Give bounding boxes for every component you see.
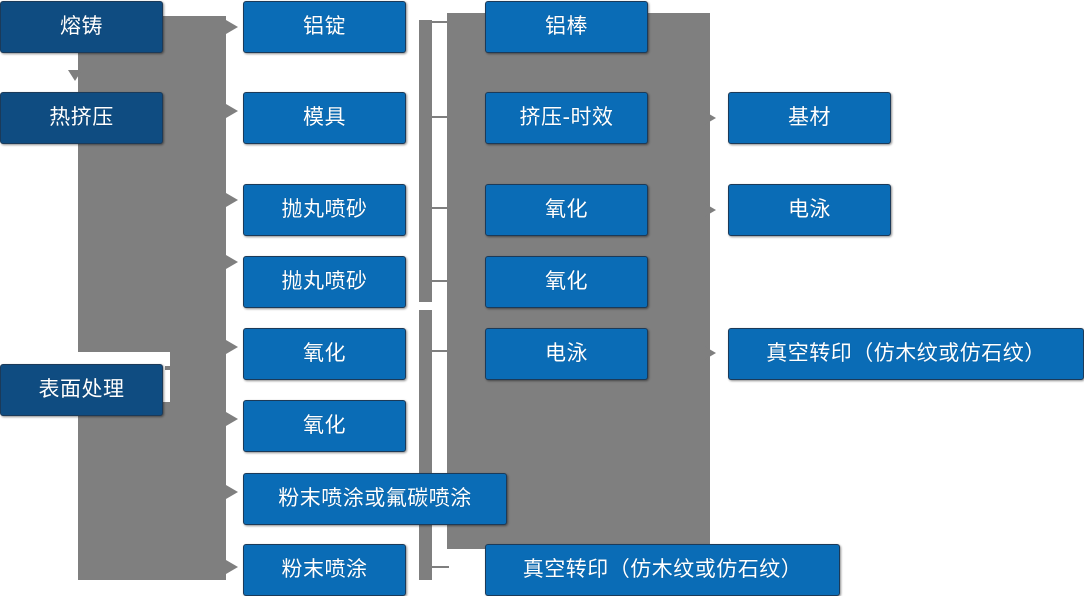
stage-box-melting-casting[interactable]: 熔铸 bbox=[0, 1, 163, 53]
output-box-base-material[interactable]: 基材 bbox=[728, 92, 891, 144]
connector-process-rail bbox=[419, 20, 432, 302]
arrow-stage-to-process-5 bbox=[226, 340, 238, 354]
process-box-aluminum-ingot[interactable]: 铝锭 bbox=[243, 1, 406, 53]
process-label-oxidation-1: 氧化 bbox=[303, 341, 346, 366]
process-box-shot-blasting-2[interactable]: 抛丸喷砂 bbox=[243, 256, 406, 308]
output-label-electrophoresis: 电泳 bbox=[788, 197, 831, 222]
process-box-shot-blasting-1[interactable]: 抛丸喷砂 bbox=[243, 184, 406, 236]
stage-box-hot-extrusion[interactable]: 热挤压 bbox=[0, 92, 163, 144]
process-box-mold[interactable]: 模具 bbox=[243, 92, 406, 144]
process-label-oxidation-2: 氧化 bbox=[303, 413, 346, 438]
detail-label-oxidation-1: 氧化 bbox=[545, 197, 588, 222]
detail-label-aluminum-bar: 铝棒 bbox=[545, 14, 588, 39]
process-label-aluminum-ingot: 铝锭 bbox=[303, 14, 346, 39]
output-box-electrophoresis[interactable]: 电泳 bbox=[728, 184, 891, 236]
detail-label-oxidation-2: 氧化 bbox=[545, 269, 588, 294]
connector-tick-5 bbox=[431, 350, 449, 352]
process-box-oxidation-2[interactable]: 氧化 bbox=[243, 400, 406, 452]
connector-tick-6 bbox=[431, 566, 449, 568]
output-label-vacuum-transfer: 真空转印（仿木纹或仿石纹） bbox=[766, 341, 1046, 366]
arrow-melting-to-extrusion bbox=[68, 70, 82, 81]
process-label-shot-blasting-2: 抛丸喷砂 bbox=[281, 269, 368, 294]
detail-box-oxidation-1[interactable]: 氧化 bbox=[485, 184, 648, 236]
stage-label-surface-treatment: 表面处理 bbox=[38, 377, 125, 402]
detail-box-aluminum-bar[interactable]: 铝棒 bbox=[485, 1, 648, 53]
connector-tick-1 bbox=[431, 21, 449, 23]
detail-label-electrophoresis: 电泳 bbox=[545, 341, 588, 366]
stage-box-surface-treatment[interactable]: 表面处理 bbox=[0, 364, 163, 416]
detail-box-oxidation-2[interactable]: 氧化 bbox=[485, 256, 648, 308]
connector-tick-3 bbox=[431, 207, 449, 209]
arrow-detail-to-output-1 bbox=[704, 111, 716, 125]
output-label-base-material: 基材 bbox=[788, 105, 831, 130]
detail-box-electrophoresis[interactable]: 电泳 bbox=[485, 328, 648, 380]
output-box-vacuum-transfer[interactable]: 真空转印（仿木纹或仿石纹） bbox=[728, 328, 1084, 380]
arrow-stage-to-process-1 bbox=[226, 20, 238, 34]
process-box-oxidation-1[interactable]: 氧化 bbox=[243, 328, 406, 380]
arrow-detail-to-output-3 bbox=[704, 346, 716, 360]
process-label-mold: 模具 bbox=[303, 105, 346, 130]
arrow-stage-to-process-4 bbox=[226, 255, 238, 269]
arrow-stage-to-process-6 bbox=[226, 412, 238, 426]
process-box-powder-or-fluorocarbon[interactable]: 粉末喷涂或氟碳喷涂 bbox=[243, 473, 507, 525]
connector-tick-4 bbox=[431, 280, 449, 282]
connector-lower-trunk bbox=[170, 366, 226, 580]
arrow-detail-to-output-2 bbox=[704, 203, 716, 217]
connector-tick-2 bbox=[431, 116, 449, 118]
process-label-powder-or-fluorocarbon: 粉末喷涂或氟碳喷涂 bbox=[278, 486, 472, 511]
stage-label-hot-extrusion: 热挤压 bbox=[49, 105, 114, 130]
arrow-stage-to-process-7 bbox=[226, 485, 238, 499]
detail-box-vacuum-transfer-bottom[interactable]: 真空转印（仿木纹或仿石纹） bbox=[485, 544, 840, 596]
stage-label-melting-casting: 熔铸 bbox=[60, 14, 103, 39]
detail-box-extrusion-aging[interactable]: 挤压-时效 bbox=[485, 92, 648, 144]
process-box-powder-coating[interactable]: 粉末喷涂 bbox=[243, 544, 406, 596]
arrow-stage-to-process-2 bbox=[226, 104, 238, 118]
arrow-stage-to-process-3 bbox=[226, 193, 238, 207]
process-label-powder-coating: 粉末喷涂 bbox=[281, 557, 368, 582]
detail-label-vacuum-transfer-bottom: 真空转印（仿木纹或仿石纹） bbox=[522, 557, 803, 582]
arrow-stage-to-process-8 bbox=[226, 560, 238, 574]
detail-label-extrusion-aging: 挤压-时效 bbox=[519, 105, 614, 130]
process-label-shot-blasting-1: 抛丸喷砂 bbox=[281, 197, 368, 222]
